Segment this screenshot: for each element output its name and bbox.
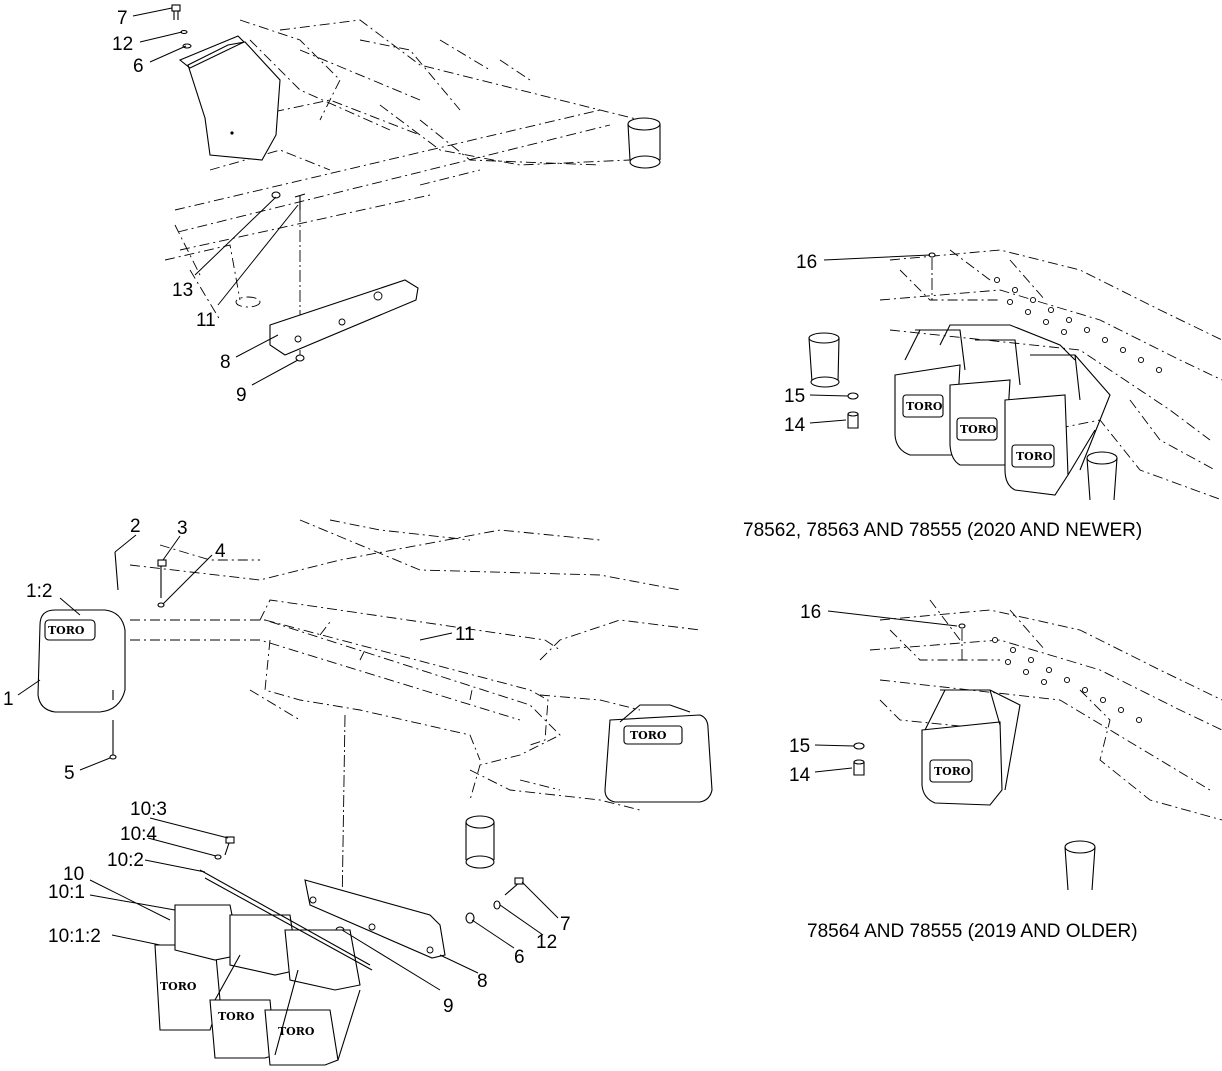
callout-3: 3: [177, 518, 188, 539]
callout-10-1-2: 10:1:2: [48, 926, 101, 947]
callout-15: 15: [784, 386, 805, 407]
callout-1-2: 1:2: [26, 581, 52, 602]
main-frame-assembly: TORO TORO TORO TORO: [37, 519, 713, 1066]
callout-8: 8: [477, 971, 488, 992]
callout-5: 5: [64, 763, 75, 784]
caption-2019-and-older: 78564 AND 78555 (2019 AND OLDER): [807, 921, 1138, 942]
older-weight-assembly: TORO 78564 AND 78555 (2019 AND OLDER): [807, 599, 1222, 942]
callout-1: 1: [3, 689, 14, 710]
callout-12: 12: [536, 932, 557, 953]
callout-8: 8: [220, 352, 231, 373]
callout-14: 14: [784, 415, 806, 436]
callout-10-4: 10:4: [120, 824, 157, 845]
callout-leaders: [17, 7, 958, 991]
callout-12: 12: [112, 34, 133, 55]
toro-logo-mark: TORO: [218, 1010, 255, 1023]
callout-15: 15: [789, 736, 810, 757]
toro-logo-mark: TORO: [630, 729, 667, 742]
callout-9: 9: [443, 996, 454, 1017]
caption-2020-and-newer: 78562, 78563 AND 78555 (2020 AND NEWER): [743, 520, 1142, 541]
callout-14: 14: [789, 765, 811, 786]
callout-7: 7: [560, 914, 571, 935]
newer-weight-assembly: TORO TORO TORO 78562, 78563 AND 78555 (2…: [743, 249, 1222, 541]
callout-6: 6: [133, 56, 144, 77]
callout-10: 10: [63, 864, 84, 885]
callout-13: 13: [172, 280, 193, 301]
hole-row: [991, 636, 1143, 724]
callout-4: 4: [215, 541, 226, 562]
callout-9: 9: [236, 385, 247, 406]
toro-logo-mark: TORO: [48, 624, 85, 637]
callout-labels: 7 12 6 13 11 8 9 1:2 2 3 4 1 5 11 10:3 1…: [3, 8, 821, 1017]
callout-11: 11: [196, 310, 216, 331]
callout-2: 2: [130, 516, 141, 537]
callout-11: 11: [455, 624, 475, 645]
callout-6: 6: [514, 947, 525, 968]
toro-logo-mark: TORO: [278, 1025, 315, 1038]
callout-10-2: 10:2: [107, 850, 144, 871]
toro-logo-mark: TORO: [906, 400, 943, 413]
callout-16: 16: [796, 252, 817, 273]
toro-logo-mark: TORO: [160, 980, 197, 993]
toro-logo-mark: TORO: [934, 765, 971, 778]
callout-10-1: 10:1: [48, 882, 85, 903]
toro-logo-mark: TORO: [1016, 450, 1053, 463]
callout-10-3: 10:3: [130, 799, 167, 820]
callout-7: 7: [117, 8, 128, 29]
callout-16: 16: [800, 602, 821, 623]
toro-logo-mark: TORO: [960, 423, 997, 436]
upper-bracket-assembly: [164, 4, 661, 362]
